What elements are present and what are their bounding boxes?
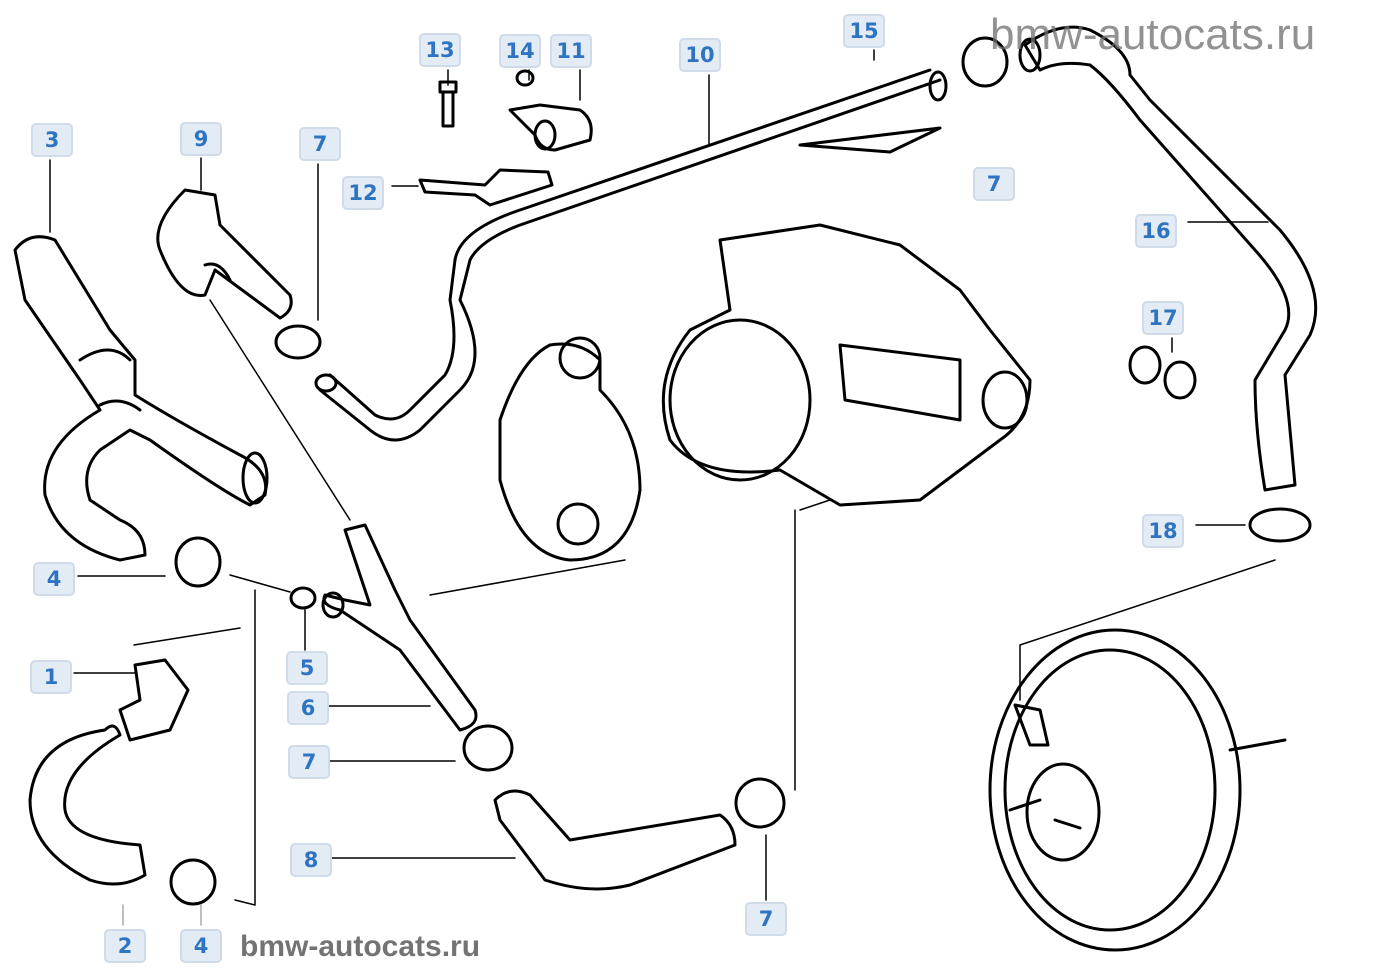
bracket-12 <box>418 168 554 207</box>
brake-booster <box>988 628 1287 952</box>
callout-4[interactable]: 4 <box>180 929 222 963</box>
callout-16[interactable]: 16 <box>1135 214 1177 248</box>
callout-4[interactable]: 4 <box>33 562 75 596</box>
callout-6[interactable]: 6 <box>287 691 329 725</box>
leader-lines <box>49 49 1276 926</box>
callout-17[interactable]: 17 <box>1142 301 1184 335</box>
callout-8[interactable]: 8 <box>290 843 332 877</box>
watermark-top: bmw-autocats.ru <box>990 10 1316 59</box>
callout-9[interactable]: 9 <box>180 122 222 156</box>
callout-2[interactable]: 2 <box>104 929 146 963</box>
callout-7[interactable]: 7 <box>973 167 1015 201</box>
pipe-10 <box>314 68 948 442</box>
callout-7[interactable]: 7 <box>299 127 341 161</box>
valve-housing <box>498 336 642 562</box>
callout-5[interactable]: 5 <box>286 651 328 685</box>
hose-2 <box>28 724 147 886</box>
bolt-13 <box>438 80 458 128</box>
connector-11 <box>508 69 593 152</box>
callout-1[interactable]: 1 <box>30 660 72 694</box>
hose-8 <box>493 789 737 891</box>
callout-11[interactable]: 11 <box>550 34 592 68</box>
throttle-body <box>661 223 1032 507</box>
callout-18[interactable]: 18 <box>1142 514 1184 548</box>
hose-9 <box>156 188 293 320</box>
callout-15[interactable]: 15 <box>843 14 885 48</box>
callout-12[interactable]: 12 <box>342 176 384 210</box>
callout-10[interactable]: 10 <box>679 38 721 72</box>
callout-3[interactable]: 3 <box>31 123 73 157</box>
hose-16 <box>1018 25 1318 492</box>
callout-14[interactable]: 14 <box>499 34 541 68</box>
clamps <box>169 36 1312 906</box>
watermark-bottom: bmw-autocats.ru <box>240 930 481 963</box>
callout-7[interactable]: 7 <box>288 745 330 779</box>
hose-3 <box>13 235 269 562</box>
callout-13[interactable]: 13 <box>419 33 461 67</box>
y-pipe-6 <box>321 523 478 732</box>
elbow-1 <box>118 658 190 742</box>
callout-7[interactable]: 7 <box>745 902 787 936</box>
